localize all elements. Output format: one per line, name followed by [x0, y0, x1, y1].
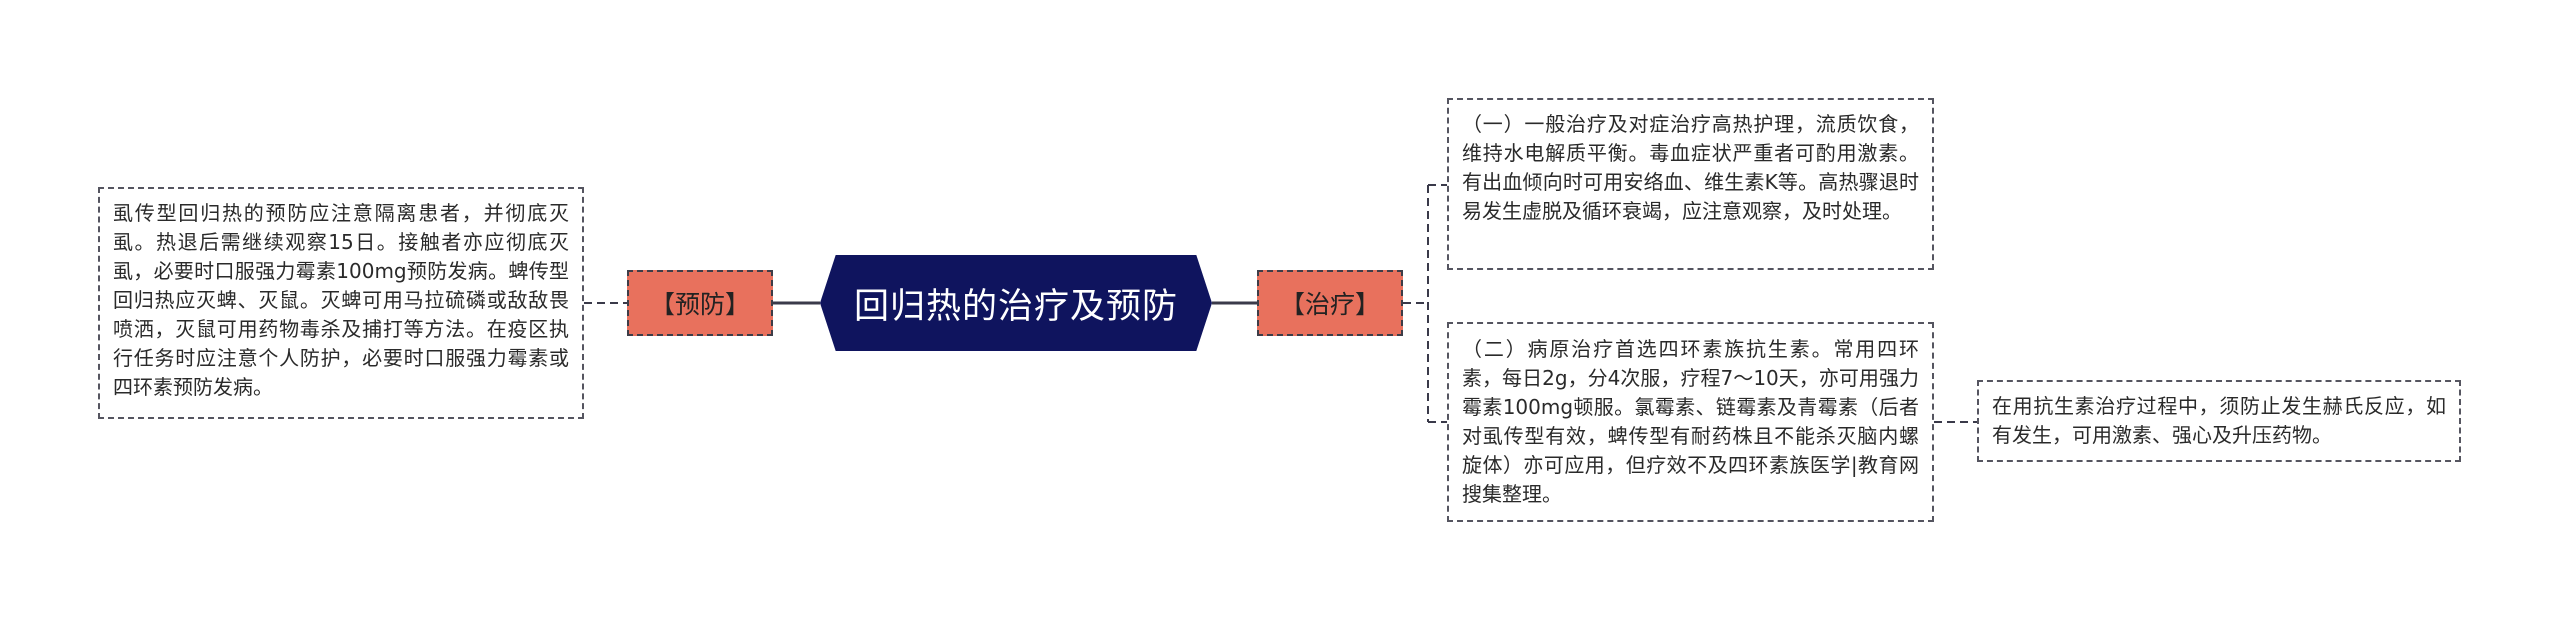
treatment-general-text[interactable]: （一）一般治疗及对症治疗高热护理，流质饮食，维持水电解质平衡。毒血症状严重者可酌… [1447, 98, 1934, 270]
branch-prevention[interactable]: 【预防】 [627, 270, 773, 336]
branch-treatment[interactable]: 【治疗】 [1257, 270, 1403, 336]
treatment-note-text[interactable]: 在用抗生素治疗过程中，须防止发生赫氏反应，如有发生，可用激素、强心及升压药物。 [1977, 380, 2461, 462]
prevention-text[interactable]: 虱传型回归热的预防应注意隔离患者，并彻底灭虱。热退后需继续观察15日。接触者亦应… [98, 187, 584, 419]
central-topic[interactable]: 回归热的治疗及预防 [820, 255, 1212, 351]
treatment-pathogen-text[interactable]: （二）病原治疗首选四环素族抗生素。常用四环素，每日2g，分4次服，疗程7～10天… [1447, 322, 1934, 522]
